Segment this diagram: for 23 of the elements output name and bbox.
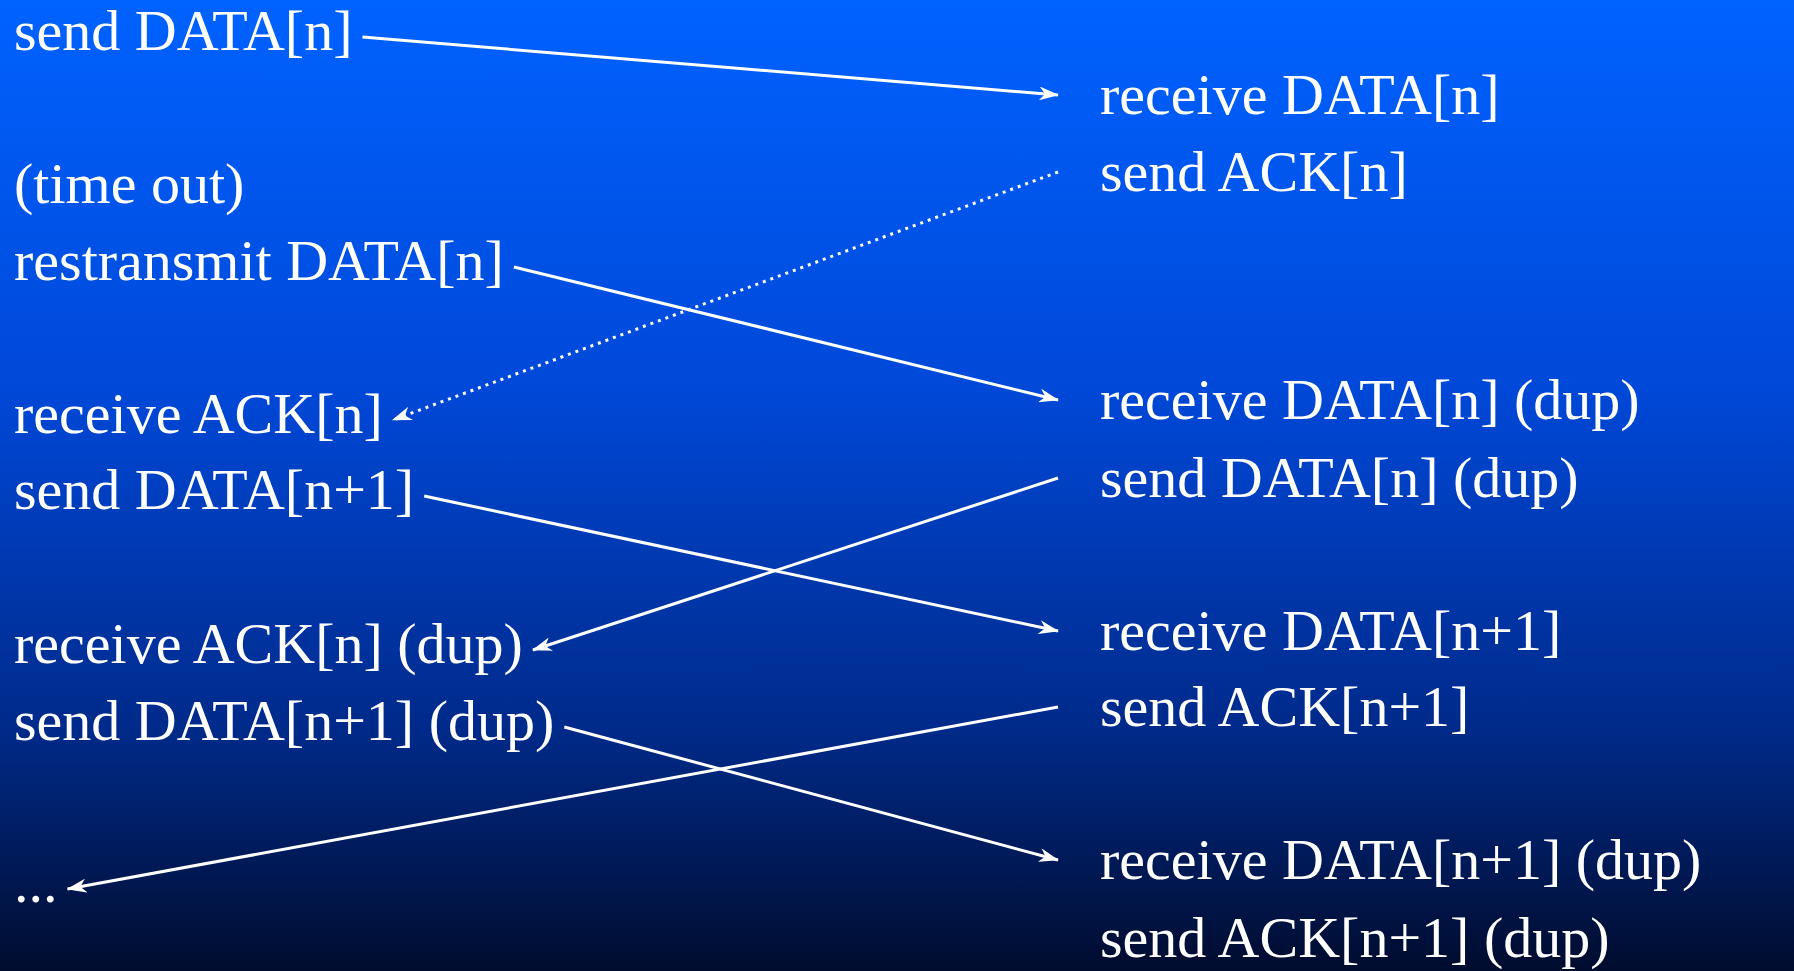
message-text: receive ACK[n] <box>14 382 393 446</box>
arrow <box>423 494 1059 634</box>
message-text: send DATA[n] (dup) <box>1058 446 1579 510</box>
message-text: receive DATA[n+1] <box>1058 599 1562 663</box>
message-text: send DATA[n] <box>14 0 363 63</box>
arrow <box>563 725 1059 862</box>
message-text: send DATA[n+1] (dup) <box>14 689 565 753</box>
message-text: restransmit DATA[n] <box>14 229 514 293</box>
message-text: send ACK[n] <box>1058 140 1408 204</box>
arrow <box>513 265 1059 403</box>
message-text: receive ACK[n] (dup) <box>14 612 533 676</box>
arrow <box>66 705 1059 893</box>
message-text: send DATA[n+1] <box>14 458 425 522</box>
message-text: ... <box>14 851 68 915</box>
message-text: receive DATA[n] <box>1058 63 1500 127</box>
message-text: receive DATA[n+1] (dup) <box>1058 828 1702 892</box>
message-text: send ACK[n+1] (dup) <box>1058 906 1610 970</box>
note-text: (time out) <box>14 152 245 216</box>
arrow <box>362 35 1059 101</box>
message-text: send ACK[n+1] <box>1058 675 1470 739</box>
arrow <box>531 476 1059 652</box>
arrow <box>391 170 1059 422</box>
message-text: receive DATA[n] (dup) <box>1058 368 1640 432</box>
